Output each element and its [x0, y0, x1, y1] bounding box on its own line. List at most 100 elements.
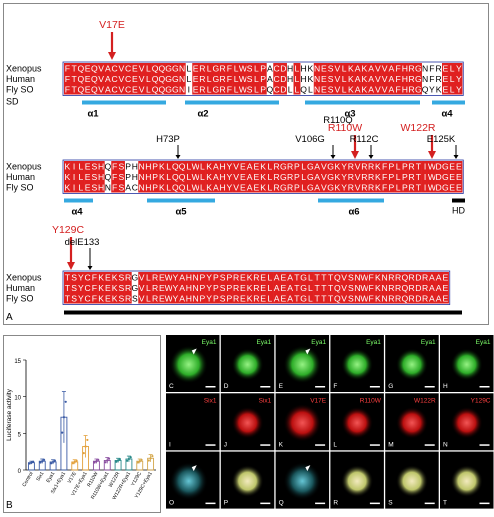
conserved-cell	[415, 63, 422, 74]
conserved-cell	[307, 171, 314, 182]
residue-glyph: K	[348, 74, 354, 84]
conserved-cell	[185, 161, 193, 172]
conserved-cell	[347, 293, 355, 304]
residue-glyph: R	[409, 293, 415, 303]
conserved-cell	[421, 182, 429, 193]
cell-nucleus	[341, 465, 374, 498]
residue-glyph: V	[355, 161, 361, 171]
residue-glyph: L	[186, 182, 191, 192]
conserved-cell	[246, 272, 254, 283]
tile-label: H	[443, 383, 448, 390]
conserved-cell	[381, 63, 389, 74]
conserved-cell	[428, 293, 436, 304]
conserved-cell	[172, 272, 179, 283]
conserved-cell	[131, 84, 139, 95]
conserved-cell	[286, 161, 294, 172]
residue-glyph: T	[65, 293, 71, 303]
residue-glyph: E	[240, 172, 246, 182]
conserved-cell	[408, 84, 416, 95]
data-point	[104, 461, 107, 464]
conserved-cell	[226, 182, 233, 193]
conserved-cell	[205, 171, 213, 182]
data-point	[32, 460, 35, 463]
residue-glyph: K	[260, 182, 266, 192]
residue-glyph: D	[415, 293, 421, 303]
conserved-cell	[246, 161, 254, 172]
conserved-cell	[64, 182, 71, 193]
data-point	[129, 456, 132, 459]
residue-glyph: V	[139, 283, 145, 293]
scale-bar	[479, 502, 490, 505]
residue-glyph: F	[369, 293, 374, 303]
conserved-cell	[246, 282, 254, 293]
conserved-cell	[340, 73, 348, 84]
residue-glyph: V	[335, 84, 341, 94]
conserved-cell	[205, 293, 213, 304]
conserved-cell	[259, 282, 267, 293]
conserved-cell	[388, 282, 395, 293]
conserved-cell	[448, 161, 456, 172]
scale-bar	[260, 444, 271, 446]
conserved-cell	[64, 84, 71, 95]
residue-glyph: L	[166, 161, 171, 171]
conserved-cell	[97, 171, 105, 182]
residue-glyph: W	[360, 272, 369, 282]
conserved-cell	[435, 272, 443, 283]
conserved-cell	[84, 272, 92, 283]
residue-glyph: L	[234, 63, 239, 73]
conserved-cell	[178, 171, 186, 182]
residue-glyph: W	[428, 182, 437, 192]
residue-glyph: G	[307, 182, 314, 192]
residue-glyph: F	[112, 161, 117, 171]
residue-glyph: L	[267, 182, 272, 192]
panel-b-frame	[3, 335, 161, 513]
conserved-cell	[138, 73, 146, 84]
channel-tag: Eya1	[366, 339, 381, 346]
conserved-cell	[401, 182, 409, 193]
conserved-cell	[293, 161, 301, 172]
residue-glyph: K	[206, 182, 212, 192]
residue-glyph: T	[294, 272, 300, 282]
conserved-cell	[165, 272, 173, 283]
conserved-cell	[219, 272, 227, 283]
data-point	[42, 458, 46, 461]
residue-glyph: R	[368, 161, 374, 171]
conserved-cell	[158, 73, 166, 84]
residue-glyph: T	[315, 293, 321, 303]
residue-glyph: P	[152, 172, 158, 182]
residue-glyph: P	[152, 161, 158, 171]
y-tick-label: 10	[14, 396, 21, 402]
residue-glyph: N	[139, 182, 145, 192]
conserved-cell	[347, 161, 355, 172]
residue-glyph: Q	[152, 74, 159, 84]
residue-glyph: F	[65, 63, 70, 73]
residue-glyph: V	[139, 272, 145, 282]
residue-glyph: R	[361, 172, 367, 182]
conserved-cell	[192, 293, 200, 304]
mutation-arrow-head	[368, 155, 374, 159]
cell-nucleus	[450, 465, 483, 498]
conserved-cell	[145, 293, 152, 304]
residue-glyph: V	[233, 172, 239, 182]
conserved-cell	[327, 73, 335, 84]
conserved-cell	[192, 282, 200, 293]
residue-glyph: W	[192, 172, 201, 182]
residue-glyph: L	[254, 63, 259, 73]
conserved-cell	[239, 293, 247, 304]
residue-glyph: S	[132, 293, 138, 303]
residue-glyph: K	[247, 293, 253, 303]
conserved-cell	[347, 63, 355, 74]
helix-label: α3	[344, 109, 355, 120]
conserved-cell	[361, 182, 368, 193]
residue-glyph: F	[382, 161, 387, 171]
conserved-cell	[327, 84, 335, 95]
residue-glyph: G	[172, 63, 179, 73]
conserved-cell	[367, 272, 375, 283]
conserved-cell	[151, 84, 159, 95]
residue-glyph: I	[73, 182, 75, 192]
conserved-cell	[307, 182, 314, 193]
residue-glyph: R	[348, 182, 354, 192]
conserved-cell	[205, 84, 213, 95]
conserved-cell	[185, 171, 193, 182]
conserved-cell	[70, 63, 78, 74]
